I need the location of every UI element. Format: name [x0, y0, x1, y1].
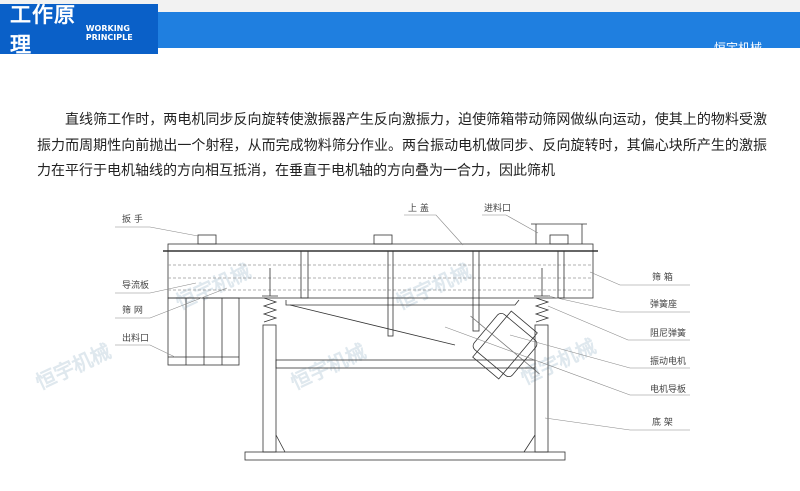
- vibration-motor: [470, 310, 540, 380]
- section-subtitle: WORKING PRINCIPLE: [85, 24, 133, 42]
- label-vibration-motor: 振动电机: [650, 355, 686, 367]
- screen-box: [163, 223, 598, 337]
- slope-plate: [285, 299, 520, 346]
- label-outlet: 出料口: [122, 332, 149, 344]
- watermark-text: 恒宇机械: [32, 339, 115, 395]
- base-frame: [244, 324, 566, 461]
- description-paragraph: 直线筛工作时，两电机同步反向旋转使激振器产生反向激振力，迫使筛箱带动筛网做纵向运…: [37, 112, 767, 179]
- watermark-text: 恒宇机械: [392, 259, 475, 315]
- label-damping-spring: 阻尼弹簧: [650, 327, 686, 339]
- brand-name: 恒宇机械: [713, 41, 762, 55]
- label-base-frame: 底 架: [652, 416, 673, 428]
- label-inlet: 进料口: [484, 202, 511, 214]
- watermarks: 恒宇机械 恒宇机械 恒宇机械 恒宇机械 恒宇机械: [32, 259, 600, 395]
- label-guide-plate: 导流板: [122, 279, 149, 291]
- top-strip: [0, 0, 800, 12]
- label-wrench: 扳 手: [122, 213, 143, 225]
- label-top-cover: 上 盖: [408, 202, 429, 214]
- leader-lines: [115, 214, 690, 431]
- label-screen-mesh: 筛 网: [122, 304, 143, 316]
- section-title-box: 工作原理 WORKING PRINCIPLE: [0, 3, 158, 57]
- label-motor-guide: 电机导板: [650, 383, 686, 395]
- section-title: 工作原理: [10, 3, 76, 57]
- outlet: [167, 297, 240, 366]
- label-screen-box: 筛 箱: [652, 271, 673, 283]
- watermark-text: 恒宇机械: [172, 259, 255, 315]
- watermark-text: 恒宇机械: [287, 339, 370, 395]
- label-spring-seat: 弹簧座: [650, 298, 677, 310]
- springs: [262, 268, 550, 323]
